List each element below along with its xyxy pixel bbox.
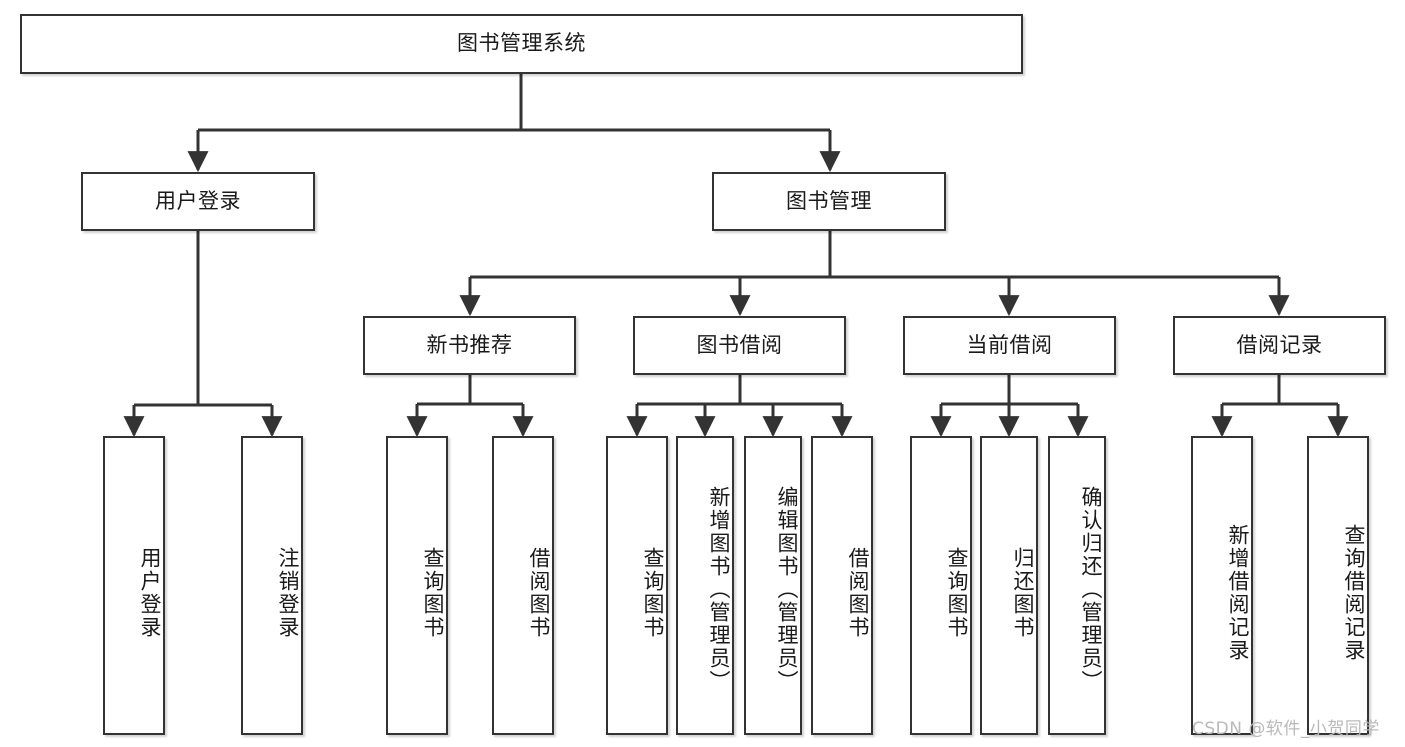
- node-leaf-query-book-recommend[interactable]: 查询图书: [386, 436, 448, 735]
- node-leaf-logout-login[interactable]: 注销登录: [241, 436, 303, 735]
- node-leaf-return-book[interactable]: 归还图书: [980, 436, 1038, 735]
- node-leaf-query-book-current[interactable]: 查询图书: [910, 436, 972, 735]
- node-leaf-query-borrow-record[interactable]: 查询借阅记录: [1307, 436, 1369, 735]
- node-current-borrow[interactable]: 当前借阅: [903, 316, 1116, 375]
- node-leaf-edit-book-admin[interactable]: 编辑图书（管理员）: [744, 436, 802, 735]
- node-borrow-record[interactable]: 借阅记录: [1173, 316, 1386, 375]
- csdn-watermark: CSDN @软件_小贺同学: [1192, 719, 1380, 739]
- node-book-management[interactable]: 图书管理: [712, 172, 946, 231]
- node-leaf-confirm-return-admin[interactable]: 确认归还（管理员）: [1048, 436, 1106, 735]
- node-leaf-borrow-book-recommend[interactable]: 借阅图书: [492, 436, 554, 735]
- node-leaf-borrow-book[interactable]: 借阅图书: [811, 436, 873, 735]
- node-leaf-user-login[interactable]: 用户登录: [103, 436, 165, 735]
- node-leaf-add-book-admin[interactable]: 新增图书（管理员）: [676, 436, 734, 735]
- node-user-login[interactable]: 用户登录: [81, 172, 315, 231]
- node-new-book-recommend[interactable]: 新书推荐: [363, 316, 576, 375]
- node-root-book-management-system[interactable]: 图书管理系统: [20, 14, 1023, 74]
- node-leaf-query-book-borrow[interactable]: 查询图书: [606, 436, 668, 735]
- node-book-borrow[interactable]: 图书借阅: [633, 316, 846, 375]
- node-leaf-add-borrow-record[interactable]: 新增借阅记录: [1191, 436, 1253, 735]
